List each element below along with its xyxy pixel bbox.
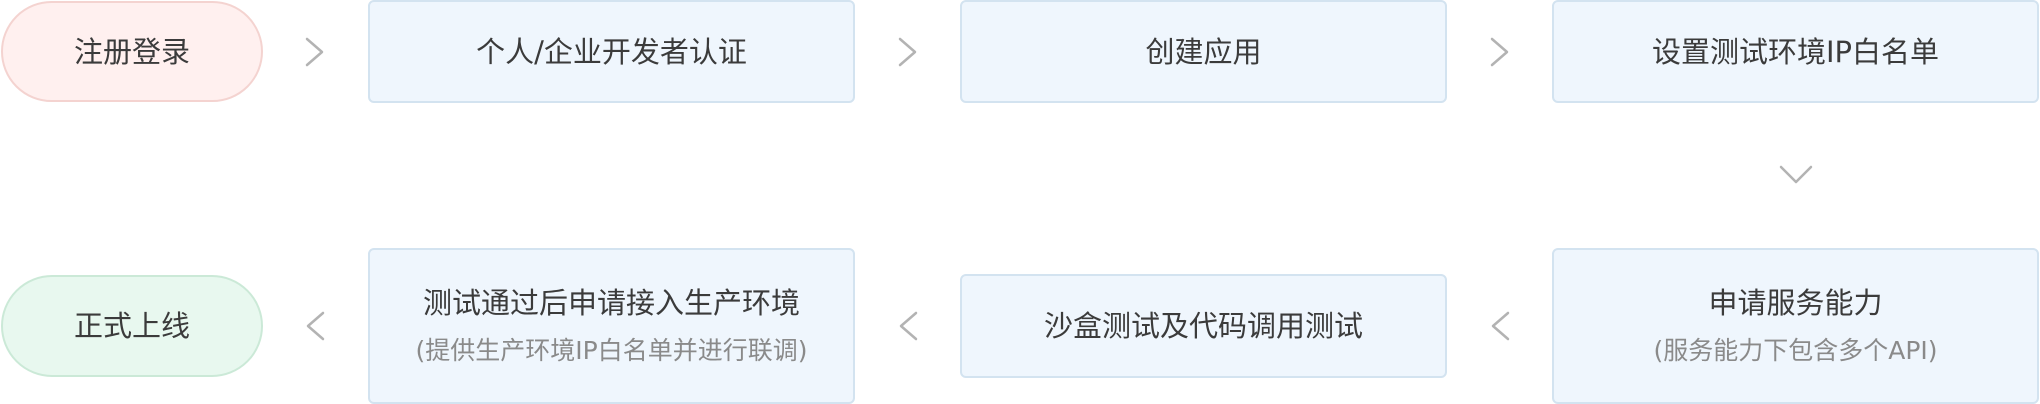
step-go-live: 正式上线 bbox=[1, 275, 263, 377]
chevron-down-icon bbox=[1779, 165, 1813, 184]
step-sandbox-test-label: 沙盒测试及代码调用测试 bbox=[1043, 309, 1363, 343]
step-register: 注册登录 bbox=[1, 1, 263, 102]
chevron-left-icon bbox=[899, 311, 918, 341]
step-apply-service: 申请服务能力 (服务能力下包含多个API) bbox=[1552, 248, 2039, 404]
chevron-right-icon bbox=[1490, 37, 1509, 67]
step-create-app: 创建应用 bbox=[960, 0, 1447, 103]
step-apply-production-note: (提供生产环境IP白名单并进行联调) bbox=[415, 336, 808, 365]
step-create-app-label: 创建应用 bbox=[1145, 34, 1262, 69]
step-go-live-label: 正式上线 bbox=[73, 309, 190, 343]
chevron-right-icon bbox=[898, 37, 917, 67]
chevron-right-icon bbox=[305, 37, 324, 67]
step-developer-verification: 个人/企业开发者认证 bbox=[368, 0, 855, 103]
step-apply-production: 测试通过后申请接入生产环境 (提供生产环境IP白名单并进行联调) bbox=[368, 248, 855, 404]
step-ip-whitelist-label: 设置测试环境IP白名单 bbox=[1651, 34, 1940, 69]
step-ip-whitelist: 设置测试环境IP白名单 bbox=[1552, 0, 2039, 103]
step-apply-service-label: 申请服务能力 bbox=[1708, 286, 1883, 320]
step-apply-production-label: 测试通过后申请接入生产环境 bbox=[422, 286, 800, 320]
step-sandbox-test: 沙盒测试及代码调用测试 bbox=[960, 274, 1447, 378]
step-developer-verification-label: 个人/企业开发者认证 bbox=[476, 34, 747, 69]
step-register-label: 注册登录 bbox=[73, 34, 190, 69]
step-apply-service-note: (服务能力下包含多个API) bbox=[1653, 336, 1938, 365]
chevron-left-icon bbox=[1491, 311, 1510, 341]
chevron-left-icon bbox=[306, 311, 325, 341]
